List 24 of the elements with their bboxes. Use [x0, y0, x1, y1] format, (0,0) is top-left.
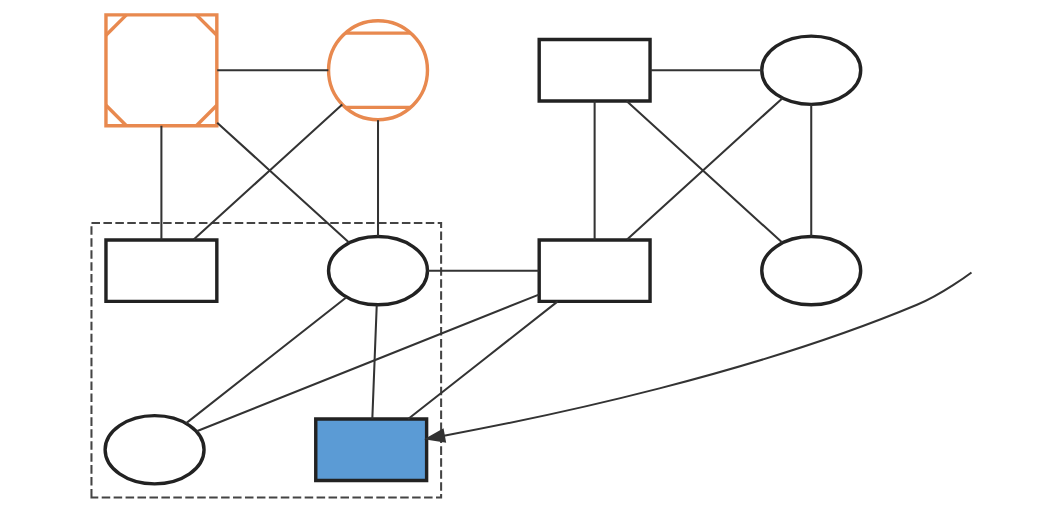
connector: [407, 300, 559, 420]
connector: [810, 104, 813, 237]
connector: [160, 125, 163, 240]
connector: [593, 101, 596, 240]
connector: [196, 293, 540, 433]
connector: [371, 305, 378, 419]
connector: [216, 121, 350, 244]
node-circle: [326, 234, 430, 307]
arrow: [424, 271, 973, 443]
connector: [377, 120, 380, 237]
node-circle: [103, 413, 206, 486]
node-circle: [326, 19, 430, 122]
cluster: [90, 221, 443, 499]
node-circle: [760, 34, 863, 107]
node-box: [314, 417, 429, 483]
node-circle: [760, 234, 863, 307]
connector: [427, 269, 539, 272]
connector: [193, 103, 343, 241]
node-box: [537, 37, 652, 103]
node-box: [104, 238, 219, 304]
node-box: [537, 238, 652, 304]
connector: [185, 296, 348, 425]
connector: [217, 69, 329, 72]
connector: [650, 69, 762, 72]
